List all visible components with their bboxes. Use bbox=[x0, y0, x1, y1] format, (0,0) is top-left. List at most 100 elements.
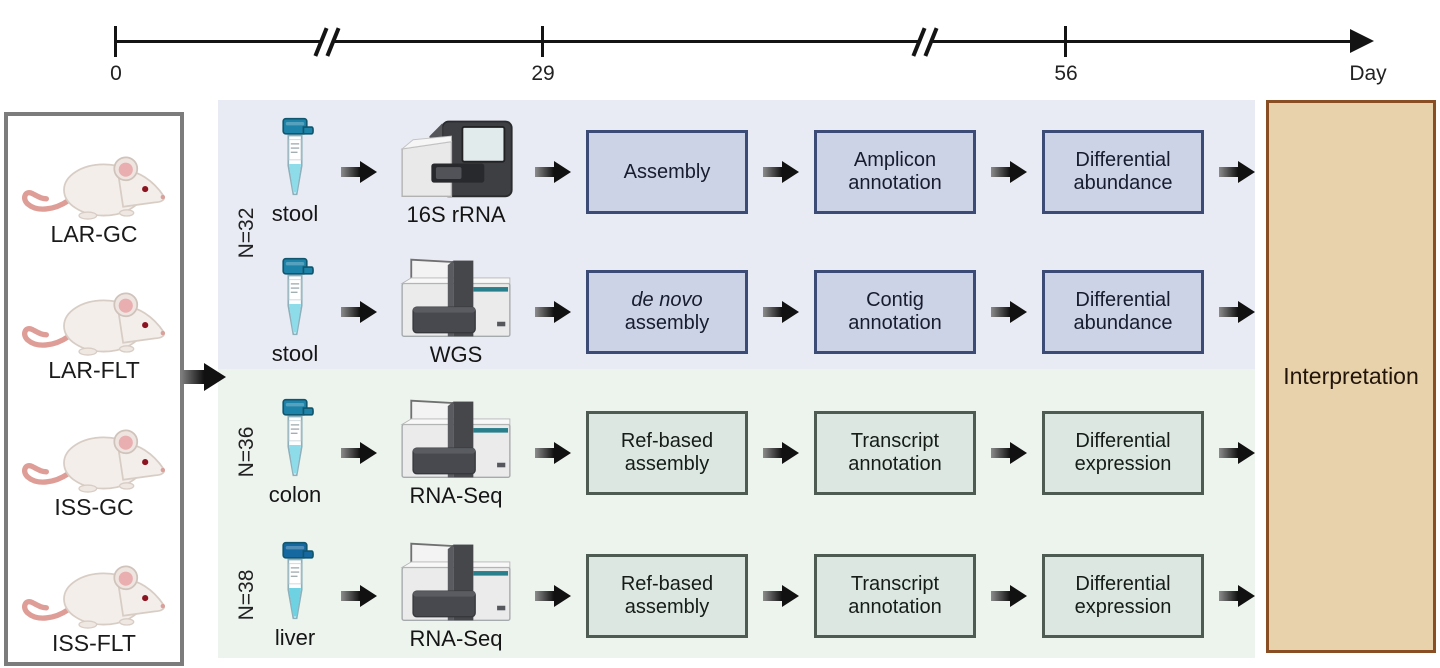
step-label: Transcript bbox=[850, 573, 940, 596]
sequencing-platform: RNA-Seq bbox=[392, 397, 520, 509]
step-label: Differential bbox=[1075, 289, 1171, 312]
interpretation-box: Interpretation bbox=[1266, 100, 1436, 653]
interpretation-label: Interpretation bbox=[1283, 363, 1419, 389]
novaseq-sequencer-icon bbox=[400, 258, 511, 338]
group-label: ISS-GC bbox=[54, 493, 134, 520]
step-label: Differential bbox=[1075, 430, 1171, 453]
step-label: annotation bbox=[848, 453, 942, 475]
novaseq-sequencer-icon bbox=[400, 399, 511, 479]
flow-arrow-icon bbox=[1219, 442, 1255, 464]
step-label: Transcript bbox=[850, 430, 940, 453]
timeline-tick bbox=[1064, 26, 1067, 57]
platform-label: 16S rRNA bbox=[406, 202, 506, 227]
step-label: abundance bbox=[1073, 312, 1173, 334]
flow-arrow-icon bbox=[341, 301, 377, 323]
timeline-break-icon bbox=[911, 26, 940, 58]
flow-arrow-icon bbox=[763, 301, 799, 323]
step-label: Amplicon bbox=[853, 149, 937, 172]
sample-label: colon bbox=[268, 482, 322, 507]
step-label: Differential bbox=[1075, 149, 1171, 172]
sample-size-label: N=38 bbox=[235, 569, 258, 621]
mouse-icon bbox=[22, 428, 166, 493]
timeline-break-icon bbox=[313, 26, 342, 58]
flow-arrow-icon bbox=[535, 442, 571, 464]
step-label: Contig bbox=[866, 289, 924, 312]
flow-arrow-icon bbox=[535, 161, 571, 183]
timeline-arrowhead-icon bbox=[1350, 29, 1374, 53]
sample-item: colon bbox=[264, 398, 326, 508]
platform-label: WGS bbox=[429, 342, 483, 367]
sample-label: liver bbox=[274, 625, 316, 650]
flow-arrow-icon bbox=[991, 301, 1027, 323]
sequencing-platform: 16S rRNA bbox=[392, 116, 520, 228]
flow-arrow-icon bbox=[763, 442, 799, 464]
sample-label: stool bbox=[271, 341, 319, 366]
step-label: annotation bbox=[848, 172, 942, 194]
sample-tube-icon bbox=[282, 257, 314, 336]
sample-item: stool bbox=[264, 117, 326, 227]
step-label: assembly bbox=[624, 453, 710, 475]
flow-arrow-icon bbox=[763, 585, 799, 607]
flow-arrow-icon bbox=[1219, 161, 1255, 183]
step-label: de novo bbox=[631, 289, 703, 312]
step-label: Ref-based bbox=[620, 573, 714, 596]
sample-tube-icon bbox=[282, 398, 314, 477]
flow-arrow-icon bbox=[535, 301, 571, 323]
timeline-axis-label: Day bbox=[1349, 62, 1387, 85]
sequencing-platform: RNA-Seq bbox=[392, 540, 520, 652]
flow-arrow-icon bbox=[341, 442, 377, 464]
flow-arrow-icon bbox=[991, 442, 1027, 464]
step-label: Differential bbox=[1075, 573, 1171, 596]
novaseq-sequencer-icon bbox=[400, 542, 511, 622]
sample-tube-icon bbox=[282, 541, 314, 620]
flow-arrow-icon bbox=[341, 161, 377, 183]
sample-item: stool bbox=[264, 257, 326, 367]
flow-arrow-icon bbox=[991, 585, 1027, 607]
step-label: Assembly bbox=[623, 160, 711, 183]
flow-arrow-icon bbox=[341, 585, 377, 607]
flow-arrow-icon bbox=[991, 161, 1027, 183]
step-label: assembly bbox=[624, 596, 710, 618]
step-label: annotation bbox=[848, 596, 942, 618]
flow-arrow-icon bbox=[535, 585, 571, 607]
step-label: abundance bbox=[1073, 172, 1173, 194]
timeline-tick bbox=[541, 26, 544, 57]
timeline-day-0: 0 bbox=[110, 62, 122, 85]
platform-label: RNA-Seq bbox=[409, 626, 503, 651]
mouse-group-0: LAR-GC bbox=[8, 116, 180, 253]
mouse-icon bbox=[22, 565, 166, 629]
miseq-sequencer-icon bbox=[400, 120, 513, 198]
timeline-day-56: 56 bbox=[1054, 62, 1078, 85]
flow-arrow-icon bbox=[763, 161, 799, 183]
sample-label: stool bbox=[271, 201, 319, 226]
group-label: ISS-FLT bbox=[52, 630, 136, 656]
timeline-axis bbox=[115, 40, 1353, 43]
group-to-workflow-arrow-icon bbox=[182, 363, 226, 391]
